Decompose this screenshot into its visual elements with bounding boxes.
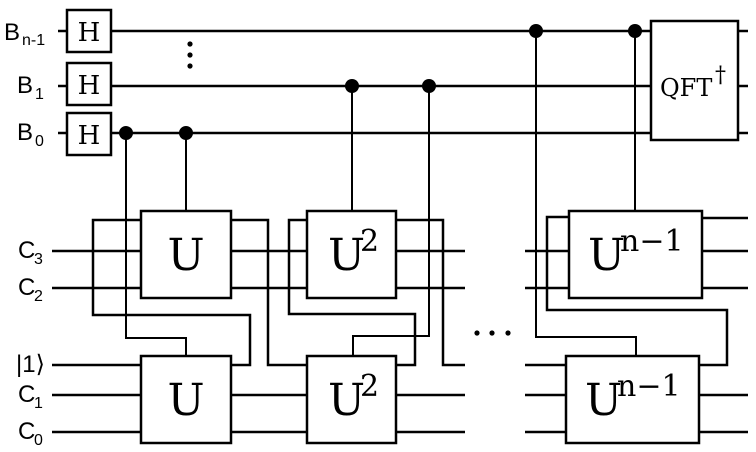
hadamard-label: H [78,71,101,101]
svg-text:B: B [17,119,33,146]
swap-wire-u2-right [396,218,465,367]
horizontal-ellipsis [474,330,511,336]
un-gate-upper: U n−1 [567,209,704,300]
gate-exponent: n−1 [620,224,684,259]
control-dot [628,24,642,38]
hadamard-gate-b-0: H [65,111,113,157]
control-dot [345,79,359,93]
control-dot [422,79,436,93]
gate-label: QFT [660,74,712,102]
svg-text:0: 0 [34,432,43,449]
svg-text:C: C [18,237,35,264]
u2-gate-lower: U 2 [305,354,398,445]
svg-text:|1⟩: |1⟩ [16,351,45,378]
gate-label: U [167,375,204,426]
gate-label: U [588,230,625,281]
u-gate-lower: U [139,354,233,445]
label-c2: C 2 [18,274,43,305]
control-line-b1-lower-u2 [352,86,430,356]
svg-text:B: B [4,19,20,46]
control-line-b0-lower-u [125,133,187,356]
control-dot [179,126,193,140]
svg-text:C: C [18,418,35,445]
gate-label: U [328,230,365,281]
gate-exponent: n−1 [617,369,681,404]
swap-wire-u1-left [91,218,252,367]
svg-text:B: B [17,72,33,99]
vertical-ellipsis [187,41,193,69]
gate-exponent: 2 [360,369,379,404]
swap-wire-un-left [545,215,729,367]
svg-text:C: C [18,381,35,408]
gate-exponent: † [715,63,726,88]
gate-label: U [328,375,365,426]
control-line-bn1-lower-un [535,31,637,356]
inverse-qft-gate: QFT † [649,19,740,142]
u2-gate-upper: U 2 [305,209,398,300]
svg-text:2: 2 [34,288,43,305]
u-gate-upper: U [139,209,233,300]
label-b-1: B 1 [17,72,44,103]
hadamard-label: H [78,121,101,151]
label-c0: C 0 [18,418,43,449]
svg-text:n-1: n-1 [22,32,45,49]
label-c3: C 3 [18,237,43,268]
gate-label: U [585,375,622,426]
svg-text:3: 3 [34,251,43,268]
label-b-n-1: B n-1 [4,19,45,49]
un-gate-lower: U n−1 [564,354,701,445]
swap-wire-u1-right [231,218,307,367]
label-b-0: B 0 [17,119,44,150]
gate-exponent: 2 [360,224,379,259]
svg-text:1: 1 [34,395,43,412]
hadamard-gate-b-1: H [65,61,113,107]
label-c1: C 1 [18,381,43,412]
label-ket-1: |1⟩ [16,351,45,378]
svg-text:0: 0 [35,133,44,150]
svg-text:C: C [18,274,35,301]
hadamard-label: H [78,18,101,48]
gate-label: U [167,230,204,281]
swap-wire-u2-left [287,218,417,367]
control-dot [119,126,133,140]
svg-text:1: 1 [35,86,44,103]
control-dot [529,24,543,38]
hadamard-gate-b-n-1: H [65,8,113,54]
